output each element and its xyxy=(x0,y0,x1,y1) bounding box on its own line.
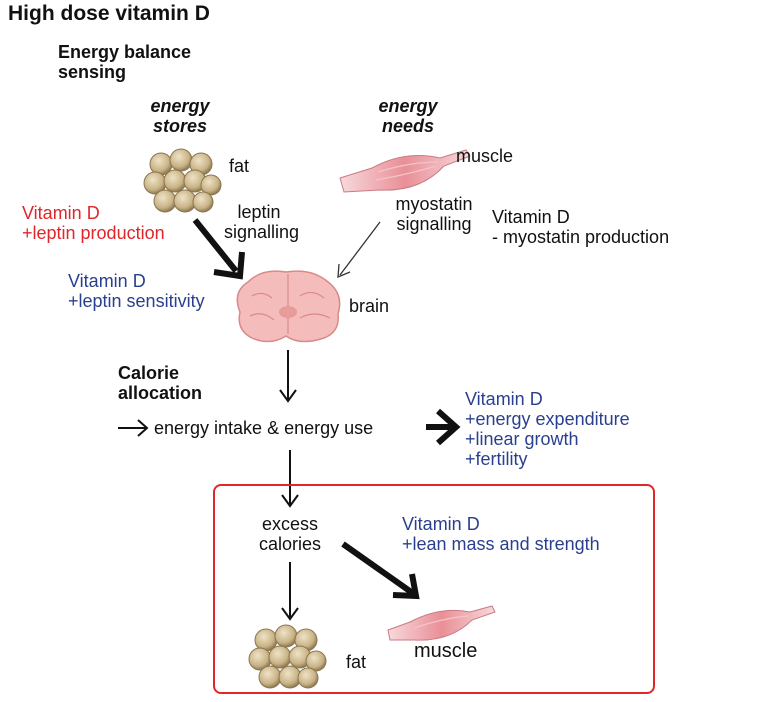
vitd-myostatin-line-2: - myostatin production xyxy=(492,227,670,248)
muscle-bottom-label: muscle xyxy=(414,640,478,662)
excess-calories-line-2: calories xyxy=(258,534,322,555)
calorie-allocation-label: Calorie allocation xyxy=(118,363,202,403)
vitd-leptin-production-line-2: +leptin production xyxy=(22,223,165,244)
brain-to-allocation-arrow xyxy=(279,350,297,403)
energy-intake-use-label: energy intake & energy use xyxy=(154,418,374,438)
energy-needs-line-1: energy xyxy=(378,96,438,116)
myostatin-signalling-label: myostatin signalling xyxy=(384,194,484,234)
vitd-leptin-sensitivity-line-2: +leptin sensitivity xyxy=(68,291,205,312)
vitd-lean-mass-label: Vitamin D +lean mass and strength xyxy=(402,514,600,554)
vitd-myostatin-label: Vitamin D - myostatin production xyxy=(492,207,669,247)
vitd-expenditure-label: Vitamin D +energy expenditure +linear gr… xyxy=(465,389,630,470)
vitd-lean-mass-line-1: Vitamin D xyxy=(402,514,480,534)
energy-balance-sensing-label: Energy balance sensing xyxy=(58,42,191,82)
calorie-allocation-line-2: allocation xyxy=(118,383,203,404)
myostatin-signalling-line-2: signalling xyxy=(396,214,472,235)
energy-needs-line-2: needs xyxy=(381,116,435,137)
vitd-expenditure-line-2: +energy expenditure xyxy=(465,409,630,430)
vitd-expenditure-line-3: +linear growth xyxy=(465,429,579,450)
energy-stores-line-1: energy xyxy=(150,96,210,116)
energy-balance-line-2: sensing xyxy=(58,62,127,83)
excess-calories-highlight-box xyxy=(213,484,655,694)
fat-cluster-top-icon xyxy=(143,148,222,213)
energy-balance-line-1: Energy balance xyxy=(58,42,192,62)
vitd-expenditure-line-1: Vitamin D xyxy=(465,389,543,409)
calorie-allocation-line-1: Calorie xyxy=(118,363,180,383)
excess-to-fat-arrow xyxy=(281,562,299,621)
leptin-arrow xyxy=(192,218,245,280)
input-arrow xyxy=(118,419,149,437)
energy-stores-line-2: stores xyxy=(152,116,208,137)
intake-to-excess-arrow xyxy=(281,450,299,508)
vitd-leptin-sensitivity-label: Vitamin D +leptin sensitivity xyxy=(68,271,205,311)
excess-to-muscle-arrow xyxy=(341,541,420,600)
leptin-signalling-label: leptin signalling xyxy=(224,202,300,243)
leptin-signalling-line-2: signalling xyxy=(224,222,300,243)
energy-stores-label: energy stores xyxy=(140,96,220,136)
myostatin-signalling-line-1: myostatin xyxy=(395,194,473,214)
vitd-expenditure-line-4: +fertility xyxy=(465,449,528,470)
excess-calories-line-1: excess xyxy=(261,514,319,534)
vitd-leptin-sensitivity-line-1: Vitamin D xyxy=(68,271,146,291)
myostatin-arrow xyxy=(337,221,381,279)
brain-icon xyxy=(236,270,341,343)
expenditure-arrow xyxy=(426,408,461,446)
fat-top-label: fat xyxy=(229,156,250,176)
leptin-signalling-line-1: leptin xyxy=(237,202,281,222)
vitd-leptin-production-line-1: Vitamin D xyxy=(22,203,100,223)
fat-bottom-label: fat xyxy=(346,652,367,672)
page-title: High dose vitamin D xyxy=(8,2,210,25)
muscle-top-icon xyxy=(339,149,471,193)
muscle-top-label: muscle xyxy=(456,146,514,166)
fat-cluster-bottom-icon xyxy=(248,624,327,689)
brain-label: brain xyxy=(349,296,390,316)
vitd-leptin-production-label: Vitamin D +leptin production xyxy=(22,203,165,243)
vitd-lean-mass-line-2: +lean mass and strength xyxy=(402,534,600,555)
muscle-bottom-icon xyxy=(387,605,496,641)
energy-needs-label: energy needs xyxy=(368,96,448,136)
excess-calories-label: excess calories xyxy=(250,514,330,554)
vitd-myostatin-line-1: Vitamin D xyxy=(492,207,570,227)
